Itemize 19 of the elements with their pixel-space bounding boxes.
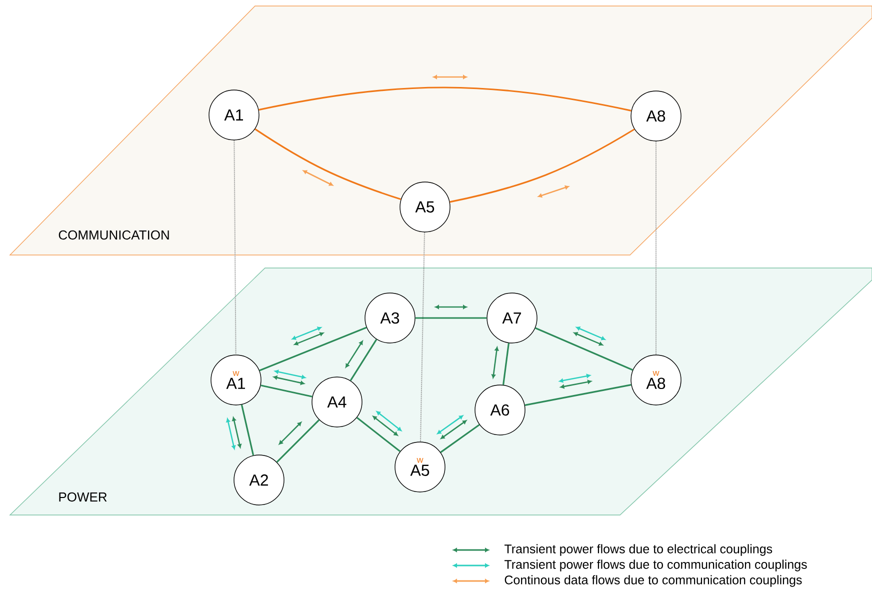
link-line	[260, 384, 312, 398]
link-line	[259, 326, 367, 372]
connector-line	[420, 232, 426, 442]
link-line	[450, 128, 635, 203]
link-line	[240, 404, 254, 456]
link-line	[415, 317, 487, 319]
link-line	[524, 384, 632, 406]
link-line	[502, 343, 510, 385]
link-line	[534, 327, 634, 371]
legend-text: Transient power flows due to communication couplings	[504, 560, 807, 572]
connector-line	[234, 140, 236, 356]
link-line	[350, 339, 378, 381]
link-line	[440, 424, 480, 453]
link-line	[276, 419, 320, 463]
legend-text: Transient power flows due to electrical couplings	[504, 544, 772, 556]
link-line	[356, 417, 401, 452]
link-line	[258, 86, 632, 112]
legend-text: Continous data flows due to communication couplings	[504, 575, 802, 587]
link-line	[254, 128, 402, 200]
